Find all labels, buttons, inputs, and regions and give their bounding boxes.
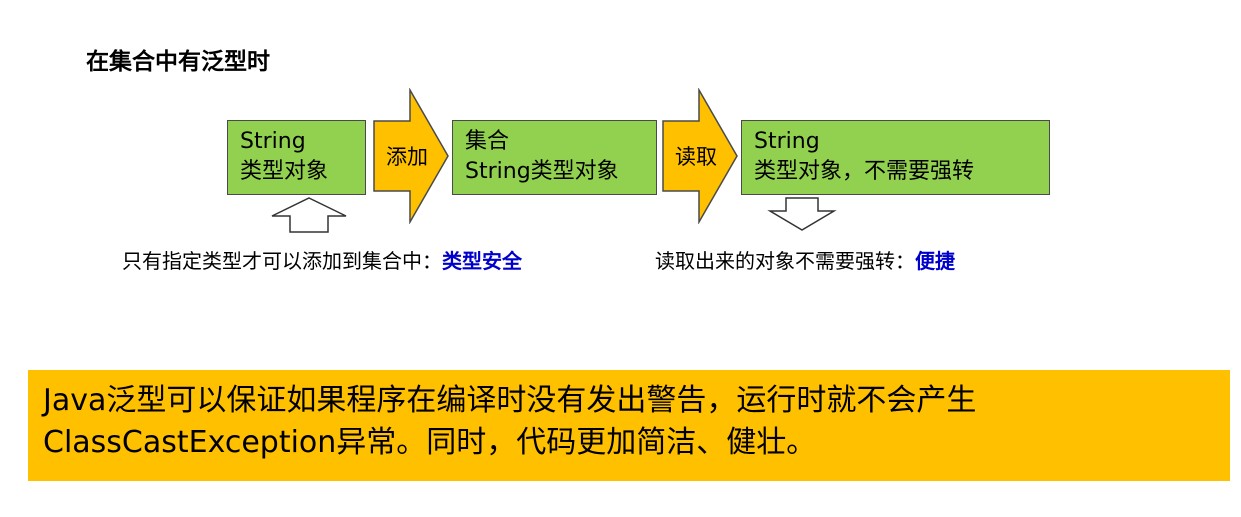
string-object-box: String 类型对象 xyxy=(227,120,366,195)
banner-line-2: ClassCastException异常。同时，代码更加简洁、健壮。 xyxy=(43,425,817,460)
box-line-1: String xyxy=(240,129,306,154)
convenience-emphasis: 便捷 xyxy=(915,249,955,273)
box-line-2: 类型对象，不需要强转 xyxy=(754,159,975,184)
page-title: 在集合中有泛型时 xyxy=(86,49,270,75)
convenience-note: 读取出来的对象不需要强转：便捷 xyxy=(655,245,955,274)
down-arrow-icon xyxy=(767,197,837,231)
note-text: 只有指定类型才可以添加到集合中： xyxy=(122,249,442,273)
collection-box: 集合 String类型对象 xyxy=(452,120,657,195)
box-line-2: 类型对象 xyxy=(240,159,329,184)
box-line-1: 集合 xyxy=(465,129,510,154)
note-text: 读取出来的对象不需要强转： xyxy=(655,249,915,273)
box-line-1: String xyxy=(754,129,820,154)
summary-banner: Java泛型可以保证如果程序在编译时没有发出警告，运行时就不会产生 ClassC… xyxy=(28,370,1230,481)
type-safety-emphasis: 类型安全 xyxy=(442,249,522,273)
read-arrow-icon xyxy=(662,88,738,224)
add-arrow-icon xyxy=(373,88,449,224)
result-object-box: String 类型对象，不需要强转 xyxy=(741,120,1050,195)
banner-line-1: Java泛型可以保证如果程序在编译时没有发出警告，运行时就不会产生 xyxy=(43,383,977,418)
box-line-2: String类型对象 xyxy=(465,159,619,184)
read-arrow-label: 读取 xyxy=(675,145,717,169)
up-arrow-icon xyxy=(271,197,347,233)
type-safety-note: 只有指定类型才可以添加到集合中：类型安全 xyxy=(122,245,522,274)
add-arrow-label: 添加 xyxy=(386,145,428,169)
